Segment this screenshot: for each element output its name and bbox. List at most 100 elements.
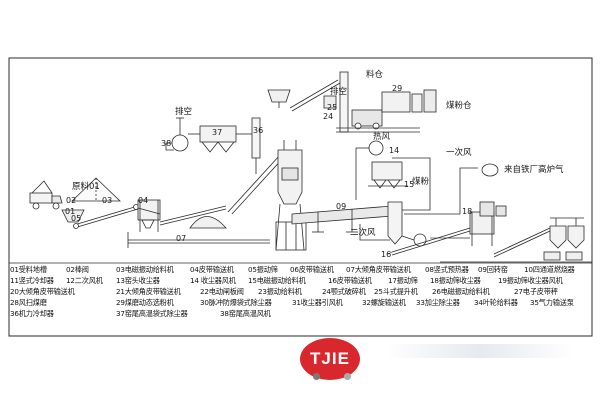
legend-item: 21大倾角皮带输送机 bbox=[116, 287, 181, 296]
legend-item: 30脉冲防爆袋式除尘器 bbox=[200, 298, 272, 307]
leader-lines bbox=[387, 237, 444, 255]
screen-dust-collector-18 bbox=[479, 201, 495, 217]
legend-row-2: 11竖式冷却器 12二次风机 13窑头收尘器 14 收尘器风机 15电磁振动给料… bbox=[10, 276, 595, 286]
label-n15: 15 bbox=[404, 180, 415, 189]
bag-filter-30 bbox=[381, 91, 411, 113]
label-n03: 03 bbox=[102, 196, 113, 205]
label-primary-air: 一次风 bbox=[446, 148, 472, 158]
feed-bin bbox=[267, 89, 291, 103]
legend-item: 29煤磨动态选粉机 bbox=[116, 298, 174, 307]
bucket-elevator-25 bbox=[339, 71, 349, 133]
legend-item: 25斗式提升机 bbox=[374, 287, 418, 296]
incline-conveyor-20 bbox=[227, 154, 281, 213]
legend-item: 38窑尾高温风机 bbox=[220, 309, 271, 318]
legend-item: 34叶轮给料器 bbox=[474, 298, 518, 307]
hot-air-fan-14 bbox=[368, 140, 384, 156]
legend-item: 24颚式破碎机 bbox=[322, 287, 366, 296]
shaft-cooler-11 bbox=[387, 201, 403, 245]
legend-item: 31收尘器引风机 bbox=[292, 298, 343, 307]
label-n29: 29 bbox=[392, 84, 403, 93]
legend-item: 08竖式预热器 bbox=[425, 265, 469, 274]
label-n04: 04 bbox=[138, 196, 149, 205]
legend-item: 11竖式冷却器 bbox=[10, 276, 54, 285]
legend-item: 09回转窑 bbox=[478, 265, 508, 274]
legend-item: 01受料地槽 bbox=[10, 265, 47, 274]
legend-row-1: 01受料地槽 02棒阀 03电磁振动给料机 04皮带输送机 05振动筛 06皮带… bbox=[10, 265, 595, 275]
legend-item: 32螺旋输送机 bbox=[362, 298, 406, 307]
mechanical-cooler-36 bbox=[251, 117, 261, 159]
legend-item: 36机力冷却器 bbox=[10, 309, 54, 318]
conveyor-06 bbox=[159, 205, 227, 223]
vibrating-screen-05 bbox=[137, 199, 161, 232]
gas-inlet bbox=[481, 163, 499, 177]
legend-item: 10四通道燃烧器 bbox=[524, 265, 575, 274]
label-exhaust-top: 排空 bbox=[175, 107, 193, 117]
jaw-crusher-24 bbox=[323, 95, 337, 109]
legend-item: 33加尘除尘器 bbox=[416, 298, 460, 307]
label-n24: 24 bbox=[323, 112, 334, 121]
label-n37: 37 bbox=[212, 128, 223, 137]
legend-item: 12二次风机 bbox=[66, 276, 103, 285]
label-coal-powder: 煤粉 bbox=[412, 177, 430, 187]
legend-item: 28风扫煤磨 bbox=[10, 298, 47, 307]
coal-mill-28 bbox=[351, 109, 383, 127]
legend-item: 18振动筛收尘器 bbox=[430, 276, 481, 285]
label-raw-material: 原料01 bbox=[72, 182, 100, 192]
carousel-dot-left[interactable] bbox=[313, 373, 320, 380]
legend-item: 13窑头收尘器 bbox=[116, 276, 160, 285]
legend-item: 03电磁振动给料机 bbox=[116, 265, 174, 274]
label-n16: 16 bbox=[381, 250, 392, 259]
secondary-air-fan-12 bbox=[413, 233, 427, 247]
legend-item: 26电磁振动给料机 bbox=[432, 287, 490, 296]
legend-item: 27电子皮带秤 bbox=[514, 287, 558, 296]
covered-stockpile bbox=[189, 216, 227, 229]
label-n09: 09 bbox=[336, 202, 347, 211]
legend-item: 05振动筛 bbox=[248, 265, 278, 274]
legend-item: 22电动闸板阀 bbox=[200, 287, 244, 296]
conveyor-04 bbox=[73, 205, 139, 226]
label-exhaust-mid: 排空 bbox=[330, 87, 348, 97]
preheater-kiln bbox=[275, 140, 499, 251]
carousel-dot-right[interactable] bbox=[344, 373, 351, 380]
exhaust-fan-38 bbox=[171, 134, 189, 152]
legend-item: 15电磁振动给料机 bbox=[248, 276, 306, 285]
label-feed-bin: 料仓 bbox=[366, 70, 384, 80]
legend-item: 20大倾角皮带输送机 bbox=[10, 287, 75, 296]
label-n05: 05 bbox=[71, 214, 82, 223]
legend-item: 07大倾角皮带输送机 bbox=[346, 265, 411, 274]
label-secondary-air: 二次风 bbox=[350, 228, 376, 238]
legend-item: 04皮带输送机 bbox=[190, 265, 234, 274]
incline-conveyor-21 bbox=[493, 227, 551, 255]
product-silo-left bbox=[549, 225, 567, 249]
coal-powder-bin bbox=[423, 89, 437, 113]
label-n02: 02 bbox=[66, 196, 77, 205]
raw-material-section bbox=[29, 154, 285, 248]
label-n36: 36 bbox=[253, 126, 264, 135]
legend-item: 16皮带输送机 bbox=[328, 276, 372, 285]
legend-item: 06皮带输送机 bbox=[290, 265, 334, 274]
truck-right bbox=[565, 251, 583, 261]
legend-item: 02棒阀 bbox=[66, 265, 89, 274]
truck-left bbox=[543, 251, 561, 261]
label-n25: 25 bbox=[327, 103, 338, 112]
label-n18: 18 bbox=[462, 207, 473, 216]
label-n14: 14 bbox=[389, 146, 400, 155]
legend-row-4: 28风扫煤磨 29煤磨动态选粉机 30脉冲防爆袋式除尘器 31收尘器引风机 32… bbox=[10, 298, 595, 308]
label-n07: 07 bbox=[176, 234, 187, 243]
legend-item: 19振动筛收尘器风机 bbox=[498, 276, 563, 285]
logo-text: TJIE bbox=[310, 349, 350, 368]
legend-row-3: 20大倾角皮带输送机 21大倾角皮带输送机 22电动闸板阀 23振动给料机 24… bbox=[10, 287, 595, 297]
company-logo: TJIE bbox=[300, 338, 360, 380]
legend-item: 37窑尾高温袋式除尘器 bbox=[116, 309, 188, 318]
legend-item: 23振动给料机 bbox=[258, 287, 302, 296]
stockpile bbox=[71, 177, 121, 202]
legend-item: 17振动筛 bbox=[388, 276, 418, 285]
label-hot-air: 热风 bbox=[373, 132, 391, 142]
label-n38: 38 bbox=[161, 139, 172, 148]
legend-item: 35气力输送泵 bbox=[530, 298, 574, 307]
receiving-hopper bbox=[61, 209, 85, 223]
label-n01: 01 bbox=[65, 207, 76, 216]
watermark-band bbox=[385, 344, 575, 358]
label-blast-furnace-gas: 来自铁厂高炉气 bbox=[504, 165, 564, 175]
conveyor-16 bbox=[391, 227, 471, 253]
